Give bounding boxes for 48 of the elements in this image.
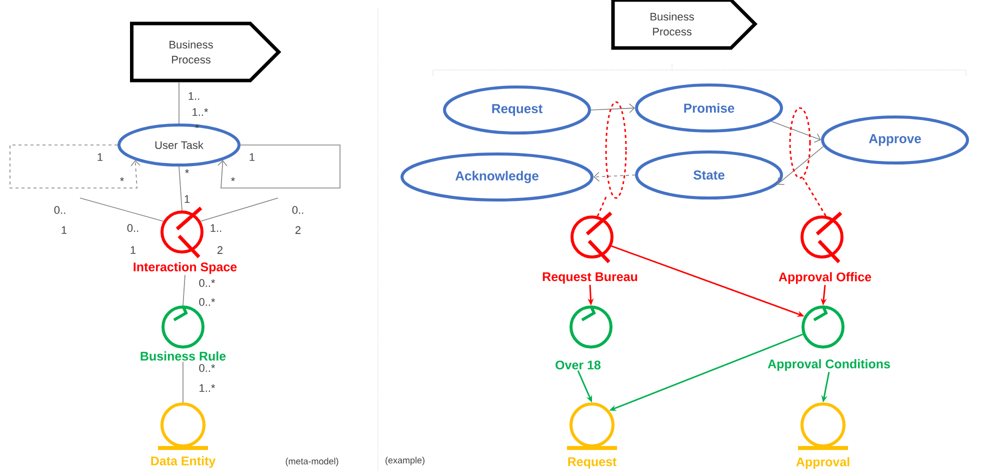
multiplicity-label: 0..*	[199, 364, 216, 372]
multiplicity-label: 0..*	[199, 298, 216, 306]
connector-line	[182, 361, 184, 403]
multiplicity-label: *	[185, 169, 189, 174]
arrow	[770, 120, 822, 143]
node-label: Approval Conditions	[768, 359, 890, 371]
connector-line	[200, 198, 278, 222]
multiplicity-label: *	[195, 124, 199, 128]
arrow	[594, 172, 636, 182]
multiplicity-label: 1..*	[200, 384, 216, 392]
process-pentagon: Business Process	[130, 22, 282, 82]
multiplicity-label: *	[120, 177, 124, 182]
connector-line	[182, 274, 186, 306]
connector-line	[178, 166, 182, 211]
node-label: Data Entity	[151, 456, 216, 468]
multiplicity-label: 1..	[210, 224, 222, 232]
node-label: Approval	[796, 457, 850, 469]
multiplicity-label: 1	[250, 153, 255, 161]
caption-note: (example)	[386, 456, 424, 466]
multiplicity-label: 2	[218, 246, 223, 254]
multiplicity-label: 0..*	[199, 279, 216, 287]
multiplicity-label: 1	[184, 195, 190, 203]
multiplicity-label: 2	[296, 226, 301, 234]
arrow	[590, 103, 635, 114]
node-label: Request	[568, 457, 617, 469]
multiplicity-label: 0..	[54, 206, 66, 214]
leader-line	[789, 107, 826, 217]
node-label: Interaction Space	[134, 262, 237, 274]
multiplicity-label: 0..	[292, 206, 304, 214]
arrow	[777, 146, 824, 185]
multiplicity-label: 1..	[188, 92, 200, 100]
multiplicity-label: 1..*	[192, 108, 208, 116]
connector-line	[178, 82, 180, 124]
process-pentagon: Business Process	[611, 0, 758, 50]
caption-note: (meta-model)	[286, 458, 338, 466]
multiplicity-label: 1	[98, 153, 103, 161]
multiplicity-label: 1	[130, 246, 136, 254]
node-label: Approval Office	[778, 272, 872, 284]
connector-line	[80, 198, 164, 222]
arrow	[10, 144, 140, 188]
leader-line	[596, 101, 627, 217]
arrow	[218, 144, 340, 188]
node-label: Request Bureau	[542, 272, 638, 284]
node-label: Business Rule	[140, 351, 226, 361]
node-label: Over 18	[556, 360, 601, 370]
multiplicity-label: 0..	[127, 224, 138, 232]
multiplicity-label: 1	[62, 226, 67, 234]
multiplicity-label: *	[231, 177, 235, 182]
